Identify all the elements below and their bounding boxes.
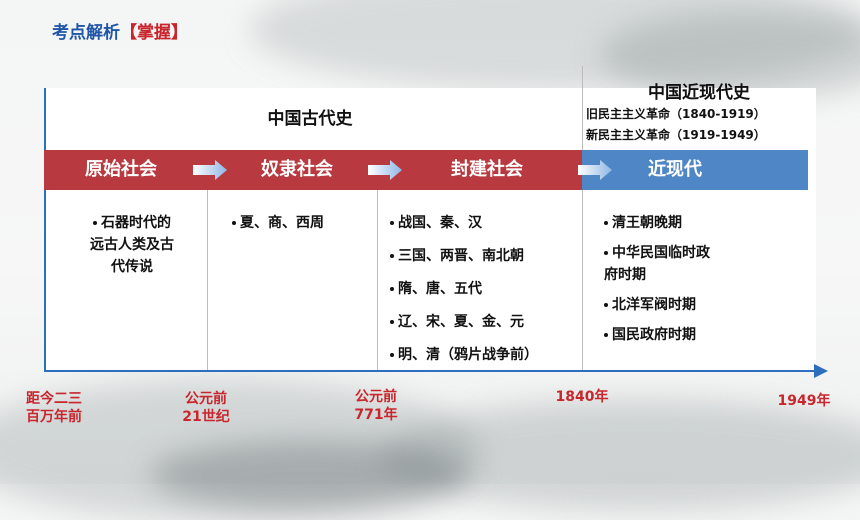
tick-label-21c-bc: 公元前 21世纪 (182, 391, 230, 425)
mountain-decoration (380, 400, 860, 510)
page-title: 考点解析【掌握】 (52, 18, 188, 43)
arrow-right-icon (193, 160, 227, 180)
list-item: 府时期 (604, 267, 646, 283)
feudal-content: 战国、秦、汉 三国、两晋、南北朝 隋、唐、五代 辽、宋、夏、金、元 明、清（鸦片… (390, 212, 538, 366)
era-modern-sub2: 新民主主义革命（1919-1949） (586, 128, 766, 142)
bullet-icon (390, 353, 394, 357)
bullet-icon (604, 251, 608, 255)
primitive-content: 石器时代的 远古人类及古 代传说 (62, 212, 202, 278)
mist-decoration (600, 10, 860, 100)
list-item: 国民政府时期 (604, 324, 784, 346)
tick-label-1949: 1949年 (777, 393, 831, 409)
bullet-icon (604, 221, 608, 225)
timeline-panel (44, 88, 816, 370)
list-item: 战国、秦、汉 (390, 212, 538, 234)
era-modern: 中国近现代史 (648, 83, 750, 103)
modern-stage-band (582, 150, 808, 190)
era-modern-sub1: 旧民主主义革命（1840-1919） (586, 107, 766, 121)
list-item: 代传说 (111, 259, 153, 275)
tick-label-771-bc: 公元前 771年 (354, 389, 398, 423)
list-item: 明、清（鸦片战争前） (390, 344, 538, 366)
list-item: 石器时代的 (62, 212, 202, 234)
list-item: 清王朝晚期 (604, 212, 784, 234)
title-tag: 【掌握】 (120, 23, 188, 43)
mountain-decoration (150, 440, 470, 510)
arrow-right-icon (578, 160, 612, 180)
column-divider (207, 190, 208, 370)
tick-label-start: 距今二三 百万年前 (26, 391, 82, 425)
arrow-right-icon (368, 160, 402, 180)
bullet-icon (390, 320, 394, 324)
timeline-vertical-axis (44, 88, 46, 372)
list-item: 夏、商、西周 (232, 212, 324, 234)
list-item: 远古人类及古 (90, 237, 174, 253)
bullet-icon (390, 287, 394, 291)
era-divider (582, 66, 583, 150)
bullet-icon (232, 221, 236, 225)
axis-arrow-icon (814, 364, 828, 378)
column-divider (582, 190, 583, 370)
timeline-horizontal-axis (44, 370, 816, 372)
list-item: 隋、唐、五代 (390, 278, 538, 300)
column-divider (377, 190, 378, 370)
tick-label-1840: 1840年 (555, 389, 609, 405)
era-ancient: 中国古代史 (267, 109, 353, 129)
list-item: 北洋军阀时期 (604, 294, 784, 316)
bullet-icon (604, 303, 608, 307)
list-item: 辽、宋、夏、金、元 (390, 311, 538, 333)
bullet-icon (390, 221, 394, 225)
list-item: 中华民国临时政 (604, 242, 784, 264)
bullet-icon (93, 221, 97, 225)
slave-content: 夏、商、西周 (232, 212, 324, 234)
list-item: 三国、两晋、南北朝 (390, 245, 538, 267)
stage-primitive: 原始社会 (85, 159, 157, 180)
stage-modern: 近现代 (648, 159, 702, 180)
bullet-icon (390, 254, 394, 258)
stage-slave: 奴隶社会 (261, 159, 333, 180)
stage-feudal: 封建社会 (451, 159, 523, 180)
title-text: 考点解析 (52, 23, 120, 43)
bullet-icon (604, 333, 608, 337)
ancient-stage-band (44, 150, 582, 190)
modern-content: 清王朝晚期 中华民国临时政 府时期 北洋军阀时期 国民政府时期 (604, 212, 784, 346)
